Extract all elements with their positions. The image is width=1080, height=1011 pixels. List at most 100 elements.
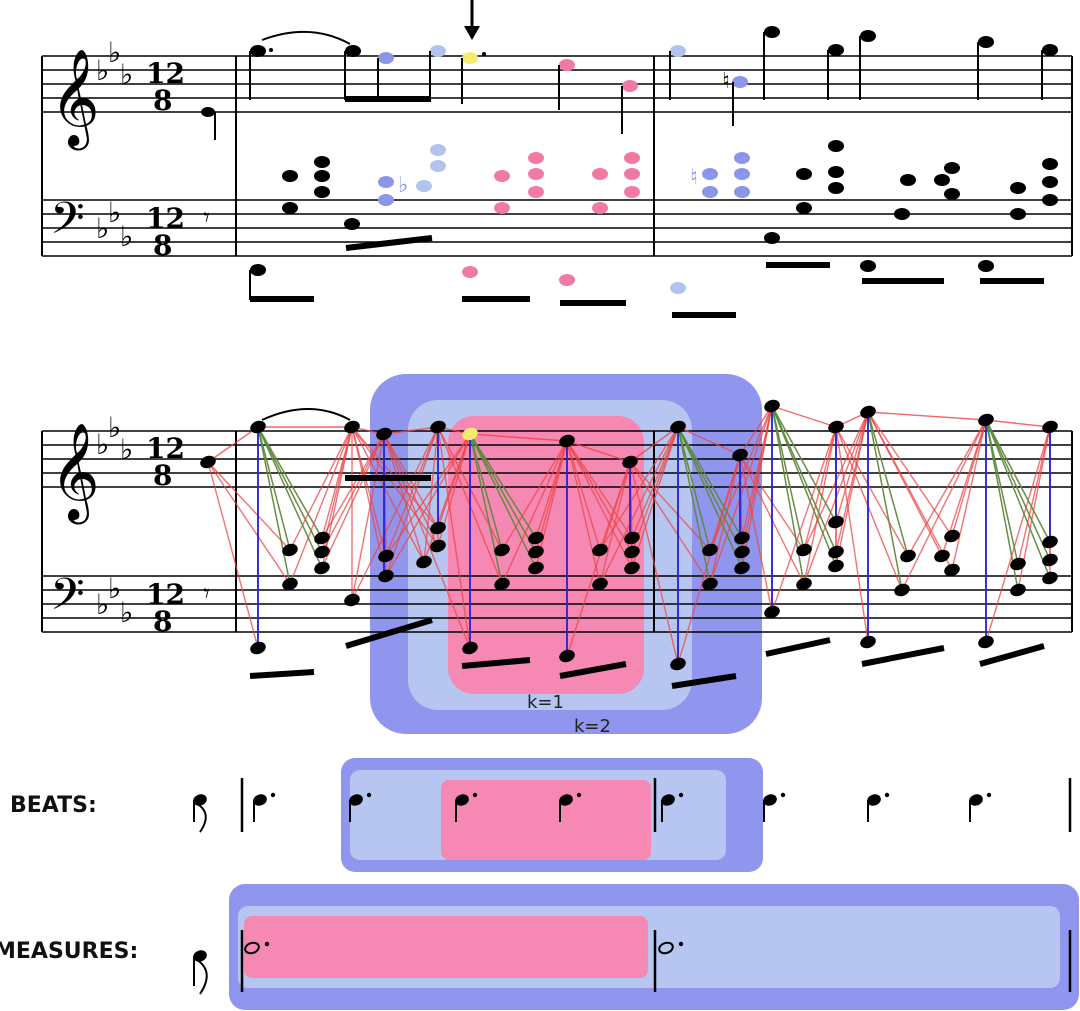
edge-consecutive xyxy=(867,411,987,421)
edge-onset-neighbor xyxy=(289,426,353,551)
edge-onset-neighbor xyxy=(437,426,471,649)
beam xyxy=(559,661,627,679)
edge-onset-neighbor xyxy=(599,426,679,585)
edge-onset-neighbor xyxy=(566,440,633,539)
beat-marks xyxy=(193,778,1072,833)
note-head xyxy=(860,405,876,419)
edge-during xyxy=(771,405,837,523)
edge-onset-neighbor xyxy=(351,433,385,601)
edge-consecutive xyxy=(771,405,837,428)
edge-onset-neighbor xyxy=(437,433,471,529)
tie xyxy=(261,408,351,421)
edge-onset-neighbor xyxy=(803,426,837,585)
edge-during xyxy=(677,426,711,585)
edge-onset-neighbor xyxy=(867,411,953,571)
edge-consecutive xyxy=(383,426,439,435)
measure-pickup-flag xyxy=(193,957,208,995)
note-head xyxy=(670,657,686,671)
note-head xyxy=(624,531,640,545)
edge-onset-neighbor xyxy=(501,440,568,585)
edge-during xyxy=(985,419,1051,561)
graph-key-signature: ♭ ♭ ♭ ♭ ♭ ♭ xyxy=(96,411,133,629)
svg-text:♭: ♭ xyxy=(120,433,133,466)
measures-label: MEASURES: xyxy=(0,939,138,964)
edge-onset-neighbor xyxy=(351,426,387,577)
edge-onset-neighbor xyxy=(901,419,987,591)
context-box-k0 xyxy=(448,416,644,694)
edge-consecutive xyxy=(207,426,259,463)
measure-note xyxy=(658,941,674,955)
beam xyxy=(345,617,433,649)
edge-onset-neighbor xyxy=(835,426,909,557)
edge-during xyxy=(469,433,537,553)
note-head xyxy=(796,577,812,591)
edge-during xyxy=(677,426,711,551)
edge-onset-neighbor xyxy=(835,411,869,523)
measure-marks xyxy=(193,930,1072,995)
beat-dot xyxy=(986,792,992,798)
edge-onset-neighbor xyxy=(835,411,869,567)
beam xyxy=(461,657,531,669)
edge-onset-neighbor xyxy=(566,440,601,551)
edge-onset-neighbor xyxy=(566,440,633,569)
note-head xyxy=(494,543,510,557)
beat-dot xyxy=(678,792,684,798)
beat-note xyxy=(867,794,881,806)
k1-label: k=1 xyxy=(527,692,564,713)
beat-note xyxy=(349,794,363,806)
svg-text:♭: ♭ xyxy=(96,212,109,245)
beat-note xyxy=(763,794,777,806)
edge-onset-neighbor xyxy=(599,461,631,585)
note-head xyxy=(624,561,640,575)
measure-dot xyxy=(678,941,684,947)
edge-during xyxy=(985,419,1019,565)
edge-onset-neighbor xyxy=(321,426,353,569)
svg-text:♭: ♭ xyxy=(398,173,408,198)
note-head xyxy=(944,529,960,543)
note-head xyxy=(314,545,330,559)
note-head xyxy=(430,521,446,535)
edge-during xyxy=(257,426,291,551)
edge-onset-neighbor xyxy=(629,461,679,665)
edge-during xyxy=(771,405,837,553)
note-head xyxy=(732,448,748,462)
note-head xyxy=(828,515,844,529)
edge-during xyxy=(469,433,503,585)
svg-text:8: 8 xyxy=(153,605,172,638)
beat-note xyxy=(559,794,573,806)
edge-onset-neighbor xyxy=(599,426,679,551)
time-signature: 12 8 12 8 xyxy=(146,57,185,262)
eighth-rest-icon: 𝄾 xyxy=(203,203,210,233)
note-head xyxy=(462,641,478,655)
note-head xyxy=(528,545,544,559)
beat-note xyxy=(253,794,267,806)
edge-consecutive xyxy=(566,440,631,463)
edge-consecutive xyxy=(985,419,1051,428)
k2-label: k=2 xyxy=(574,716,611,737)
graph-treble-clef-icon: 𝄞 xyxy=(50,422,100,524)
edge-onset-neighbor xyxy=(566,440,633,553)
edge-during xyxy=(257,426,323,569)
note-head xyxy=(592,543,608,557)
edge-during xyxy=(677,426,743,569)
measures-context-k0 xyxy=(244,916,648,978)
edge-onset-neighbor xyxy=(951,419,987,571)
edge-during xyxy=(677,426,743,539)
edge-onset-neighbor xyxy=(423,426,439,563)
beat-note xyxy=(969,794,983,806)
svg-text:8: 8 xyxy=(153,84,172,117)
note-head xyxy=(314,561,330,575)
bass-notes: ♭ ♮ xyxy=(249,140,1058,318)
note-head xyxy=(378,549,394,563)
edge-onset-neighbor xyxy=(867,411,953,537)
edge-consecutive xyxy=(629,426,679,463)
beam xyxy=(671,673,737,689)
edge-onset-neighbor xyxy=(207,461,291,551)
edge-onset-neighbor xyxy=(951,419,987,537)
graph-eighth-rest-icon: 𝄾 xyxy=(203,579,210,609)
note-head xyxy=(702,577,718,591)
note-head xyxy=(462,427,478,441)
edge-during xyxy=(771,405,837,567)
note-head xyxy=(344,593,360,607)
note-head xyxy=(282,543,298,557)
